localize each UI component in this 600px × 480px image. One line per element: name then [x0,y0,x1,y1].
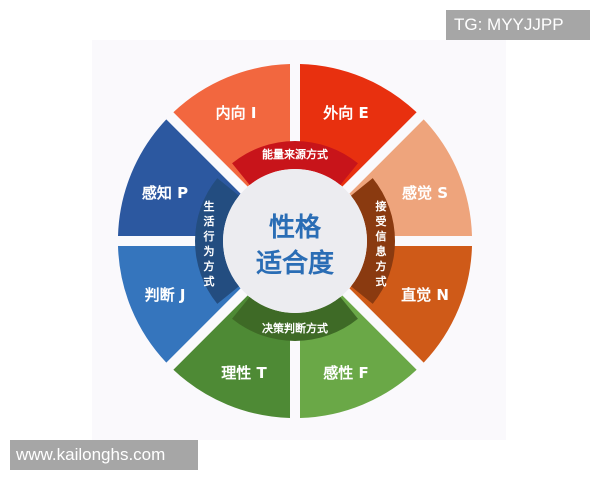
ring-label-decision: 决策判断方式 [262,321,328,335]
svg-text:式: 式 [204,274,215,288]
center-title-line1: 性格 [269,212,322,243]
svg-text:接: 接 [376,199,387,213]
segment-label-judging: 判断 J [145,286,186,304]
segment-label-intuition: 直觉 N [401,286,449,304]
svg-text:式: 式 [376,274,387,288]
segment-label-feeling: 感性 F [323,364,368,382]
center-disk [223,169,367,313]
segment-label-sensing: 感觉 S [402,184,448,202]
ring-arc-lifestyle [195,178,240,304]
watermark-top: TG: MYYJJPP [446,10,590,40]
segment-label-introvert: 内向 I [216,104,257,122]
center-title-line2: 适合度 [256,248,334,279]
ring-arc-decision [232,296,358,341]
svg-text:受: 受 [376,214,387,228]
segment-label-perceiving: 感知 P [142,184,188,202]
ring-label-energy: 能量来源方式 [262,147,328,161]
svg-text:活: 活 [204,214,215,228]
svg-text:方: 方 [376,259,387,273]
ring-arc-information [350,178,395,304]
svg-text:方: 方 [204,259,215,273]
svg-text:为: 为 [204,244,215,258]
svg-text:信: 信 [376,229,387,243]
svg-text:息: 息 [376,244,387,258]
segment-label-extrovert: 外向 E [322,104,368,122]
svg-text:行: 行 [203,229,215,243]
svg-text:生: 生 [204,199,215,213]
segment-label-thinking: 理性 T [221,364,267,382]
ring-arc-energy [232,141,358,186]
watermark-bottom: www.kailonghs.com [10,440,198,470]
